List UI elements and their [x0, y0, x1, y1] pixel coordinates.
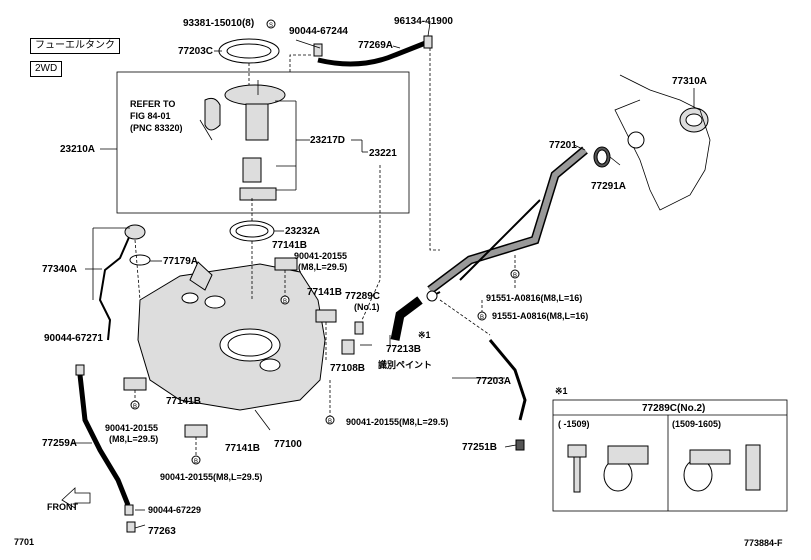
filler-pipe-77201 — [427, 146, 588, 294]
vent-hose-77269a — [317, 39, 429, 67]
plug-77263 — [126, 521, 136, 533]
callout-77269a: 77269A — [358, 40, 393, 51]
callout-90044-67229: 90044-67229 — [148, 505, 201, 515]
callout-77259a: 77259A — [42, 438, 77, 449]
svg-text:B: B — [194, 459, 198, 465]
inset-col1-label: ( -1509) — [558, 419, 590, 429]
callout-91551-b: 91551-A0816(M8,L=16) — [492, 311, 588, 321]
callout-90041-b: 90041-20155 — [105, 423, 158, 433]
callout-note-x1: ※1 — [418, 330, 431, 340]
inlet-hose-77213b — [390, 296, 423, 341]
callout-90041-d: 90041-20155(M8,L=29.5) — [160, 472, 262, 482]
protector-77179a — [189, 261, 213, 291]
fuel-tank-77100 — [137, 263, 326, 411]
protector-77141b-a — [274, 257, 298, 271]
refer-to-line1: REFER TO — [130, 99, 175, 109]
clamp-77289c — [426, 290, 438, 302]
callout-77108b: 77108B — [330, 363, 365, 374]
fuel-tank-title-box: フューエルタンク — [30, 38, 120, 54]
footer-right: 773884-F — [744, 538, 783, 548]
cushion-77108b — [341, 339, 355, 355]
callout-23210a: 23210A — [60, 144, 95, 155]
svg-text:S: S — [269, 23, 273, 29]
callout-90044-67271: 90044-67271 — [44, 333, 103, 344]
front-label: FRONT — [47, 502, 78, 512]
clamp-90044-67244 — [313, 43, 323, 57]
svg-text:B: B — [480, 315, 484, 321]
inset-col2-label: (1509-1605) — [672, 419, 721, 429]
svg-text:B: B — [283, 299, 287, 305]
fuel-line-77340a — [98, 224, 151, 341]
front-arrow-icon — [61, 487, 91, 509]
pump-assembly-frame — [116, 71, 410, 214]
callout-90041-a-spec: (M8,L=29.5) — [298, 262, 347, 272]
inset-77289c-no2 — [552, 399, 788, 512]
callout-90041-b-spec: (M8,L=29.5) — [109, 434, 158, 444]
callout-77289c: 77289C — [345, 291, 380, 302]
callout-23221: 23221 — [369, 148, 397, 159]
bolt-marker: B B B B B B S — [130, 19, 520, 465]
callout-77141b-d: 77141B — [225, 443, 260, 454]
callout-77100: 77100 — [274, 439, 302, 450]
callout-77291a: 77291A — [591, 181, 626, 192]
callout-77141b-a: 77141B — [272, 240, 307, 251]
callout-77289c-no1: (No.1) — [354, 302, 380, 312]
callout-77340a: 77340A — [42, 264, 77, 275]
callout-77141b-c: 77141B — [166, 396, 201, 407]
svg-text:B: B — [513, 273, 517, 279]
callout-77141b-b: 77141B — [307, 287, 342, 298]
lock-ring-77203c — [218, 38, 280, 64]
clamp-90044-67271 — [75, 364, 85, 376]
callout-93381: 93381-15010(8) — [183, 18, 254, 29]
callout-23217d: 23217D — [310, 135, 345, 146]
callout-77203a: 77203A — [476, 376, 511, 387]
svg-text:B: B — [328, 419, 332, 425]
footer-left: 7701 — [14, 537, 34, 547]
inset-title: 77289C(No.2) — [642, 403, 705, 414]
callout-96134: 96134-41900 — [394, 16, 453, 27]
callout-77201: 77201 — [549, 140, 577, 151]
clamp-90044-67229 — [124, 504, 134, 516]
svg-text:B: B — [133, 404, 137, 410]
refer-to-line2: FIG 84-01 — [130, 111, 171, 121]
callout-90041-c: 90041-20155(M8,L=29.5) — [346, 417, 448, 427]
callout-77179a: 77179A — [163, 256, 198, 267]
callout-91551-a: 91551-A0816(M8,L=16) — [486, 293, 582, 303]
breather-tube-77203a — [488, 339, 527, 421]
callout-23232a: 23232A — [285, 226, 320, 237]
breather-hose-77259a — [77, 374, 131, 506]
callout-90041-a: 90041-20155 — [294, 251, 347, 261]
callout-id-paint: 識別ペイント — [378, 359, 432, 370]
fuel-cap-77310a — [614, 74, 711, 211]
callout-77310a: 77310A — [672, 76, 707, 87]
fuel-pump-module — [199, 80, 286, 201]
callout-77263: 77263 — [148, 526, 176, 537]
callout-77251b: 77251B — [462, 442, 497, 453]
inset-note-mark: ※1 — [555, 386, 568, 396]
callout-77213b: 77213B — [386, 344, 421, 355]
drive-type-box: 2WD — [30, 61, 63, 77]
callout-77203c: 77203C — [178, 46, 213, 57]
clamp-77289c-no1 — [354, 321, 364, 335]
refer-to-line3: (PNC 83320) — [130, 123, 183, 133]
callout-90044-67244: 90044-67244 — [289, 26, 348, 37]
filler-seal-77291a — [593, 146, 611, 168]
